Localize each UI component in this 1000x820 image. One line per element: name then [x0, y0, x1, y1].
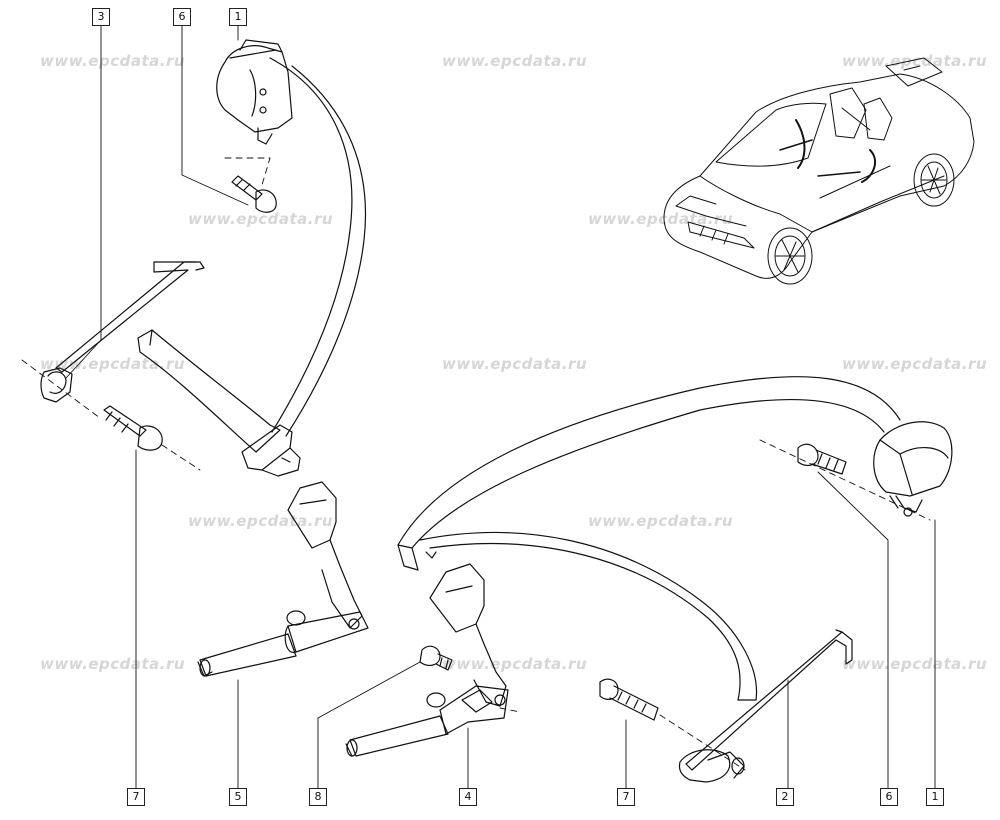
lap-belt-left: [137, 329, 281, 453]
callout-label: 3: [92, 8, 110, 26]
car-illustration: [663, 57, 975, 285]
watermark: www.epcdata.ru: [442, 355, 588, 373]
watermark: www.epcdata.ru: [188, 512, 334, 530]
buckle-left: [197, 481, 369, 677]
bolt-right-lower: [599, 678, 659, 721]
tongue-plate-left: [241, 424, 301, 477]
watermark: www.epcdata.ru: [40, 655, 186, 673]
callout-label: 7: [617, 788, 635, 806]
guide-rod-right: [678, 629, 853, 783]
watermark: www.epcdata.ru: [442, 655, 588, 673]
callout-label: 1: [229, 8, 247, 26]
bolt-mid: [419, 645, 453, 671]
watermark: www.epcdata.ru: [842, 655, 988, 673]
callout-label: 6: [173, 8, 191, 26]
retractor-left: [216, 39, 293, 145]
buckle-right: [345, 563, 509, 757]
watermark: www.epcdata.ru: [40, 355, 186, 373]
retractor-right: [873, 421, 953, 517]
watermark: www.epcdata.ru: [588, 512, 734, 530]
callout-label: 6: [880, 788, 898, 806]
belt-webbing-right: [397, 376, 901, 701]
callout-label: 2: [776, 788, 794, 806]
callout-label: 8: [309, 788, 327, 806]
bolt-right-upper: [797, 443, 847, 475]
watermark: www.epcdata.ru: [842, 355, 988, 373]
watermark: www.epcdata.ru: [188, 210, 334, 228]
bolt-upper: [231, 175, 277, 213]
callout-label: 1: [926, 788, 944, 806]
guide-rod-left: [40, 261, 205, 403]
belt-webbing-left: [269, 57, 367, 437]
watermark: www.epcdata.ru: [588, 210, 734, 228]
callout-label: 4: [459, 788, 477, 806]
leader-lines: [65, 25, 936, 789]
callout-label: 5: [229, 788, 247, 806]
callout-label: 7: [127, 788, 145, 806]
bolt-left: [103, 405, 163, 451]
watermark: www.epcdata.ru: [442, 52, 588, 70]
watermark: www.epcdata.ru: [842, 52, 988, 70]
watermark: www.epcdata.ru: [40, 52, 186, 70]
axis-lines: [21, 157, 931, 771]
